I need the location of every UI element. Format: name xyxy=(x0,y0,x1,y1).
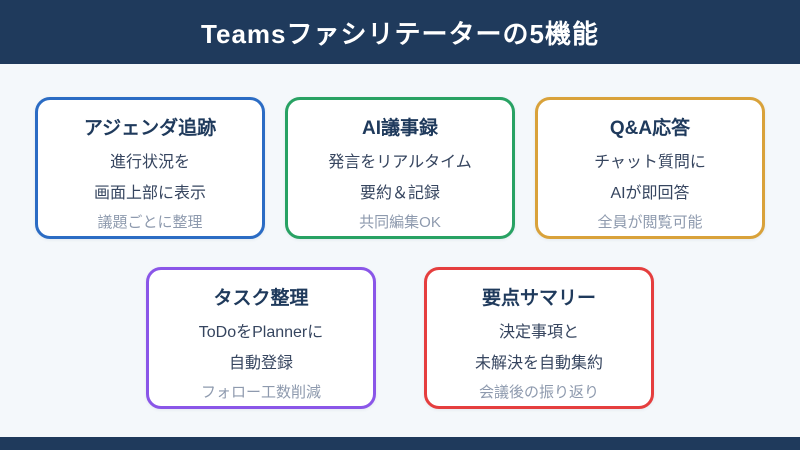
card-line: 要約＆記録 xyxy=(359,185,440,202)
card-ai-minutes: AI議事録 発言をリアルタイム 要約＆記録 共同編集OK xyxy=(285,97,515,239)
card-row-top: アジェンダ追跡 進行状況を 画面上部に表示 議題ごとに整理 AI議事録 発言をリ… xyxy=(0,97,800,239)
card-line: 未解決を自動集約 xyxy=(474,355,603,372)
footer-band xyxy=(0,437,800,450)
card-title: Q&A応答 xyxy=(609,118,691,139)
card-line: チャット質問に xyxy=(594,154,706,171)
card-line: AIが即回答 xyxy=(610,185,690,202)
card-key-summary: 要点サマリー 決定事項と 未解決を自動集約 会議後の振り返り xyxy=(424,267,654,409)
card-line: 決定事項と xyxy=(498,324,579,341)
card-agenda-tracking: アジェンダ追跡 進行状況を 画面上部に表示 議題ごとに整理 xyxy=(35,97,265,239)
card-line: 画面上部に表示 xyxy=(93,185,206,202)
card-note: 共同編集OK xyxy=(359,214,441,231)
card-task-organize: タスク整理 ToDoをPlannerに 自動登録 フォロー工数削減 xyxy=(146,267,376,409)
card-note: 議題ごとに整理 xyxy=(97,214,203,231)
page-title: Teamsファシリテーターの5機能 xyxy=(201,18,599,49)
card-line: 自動登録 xyxy=(228,355,293,372)
card-title: 要点サマリー xyxy=(481,288,596,309)
card-note: 全員が閲覧可能 xyxy=(597,214,703,231)
card-line: 進行状況を xyxy=(109,154,190,171)
card-row-bottom: タスク整理 ToDoをPlannerに 自動登録 フォロー工数削減 要点サマリー… xyxy=(0,267,800,409)
cards-area: アジェンダ追跡 進行状況を 画面上部に表示 議題ごとに整理 AI議事録 発言をリ… xyxy=(0,64,800,409)
card-title: アジェンダ追跡 xyxy=(83,118,217,139)
card-line: 発言をリアルタイム xyxy=(328,154,472,171)
header-band: Teamsファシリテーターの5機能 xyxy=(0,0,800,64)
card-note: フォロー工数削減 xyxy=(200,384,321,401)
card-title: タスク整理 xyxy=(213,288,309,309)
card-note: 会議後の振り返り xyxy=(478,384,599,401)
card-title: AI議事録 xyxy=(361,118,438,139)
card-line: ToDoをPlannerに xyxy=(198,324,324,341)
card-qa-response: Q&A応答 チャット質問に AIが即回答 全員が閲覧可能 xyxy=(535,97,765,239)
